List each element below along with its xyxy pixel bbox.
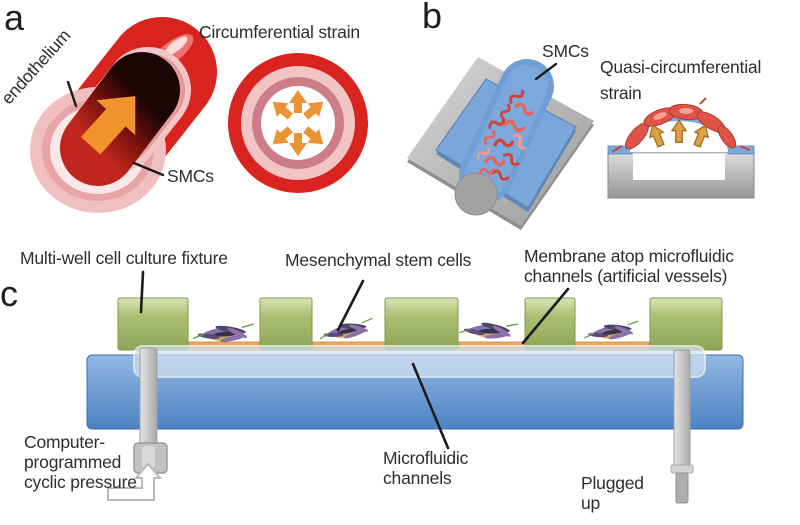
label-multiwell-fixture: Multi-well cell culture fixture bbox=[20, 248, 228, 268]
pointer-line-fixture bbox=[139, 270, 145, 314]
pointer-line-smcs-a bbox=[132, 161, 165, 177]
pointer-line-endothelium bbox=[66, 80, 78, 108]
label-cyclic-pressure: Computer- programmed cyclic pressure bbox=[24, 432, 137, 492]
label-smcs-a: SMCs bbox=[167, 166, 214, 186]
pressure-arrow bbox=[107, 462, 163, 501]
panel-letter-b: b bbox=[422, 0, 443, 36]
pointer-line-smcs-b bbox=[534, 62, 558, 81]
channel-slide bbox=[133, 345, 706, 378]
dome-cross-section bbox=[607, 97, 755, 199]
pointer-line-stem-cells bbox=[336, 279, 365, 332]
label-quasi-circumferential-strain: Quasi-circumferential strain bbox=[600, 57, 762, 103]
label-membrane: Membrane atop microfluidic channels (art… bbox=[524, 246, 734, 286]
label-microfluidic-channels: Microfluidic channels bbox=[383, 448, 469, 488]
pointer-line-channels bbox=[411, 362, 450, 450]
label-mesenchymal-stem-cells: Mesenchymal stem cells bbox=[285, 250, 472, 270]
microfluidic-chip-3d bbox=[407, 57, 594, 230]
label-plugged-up: Plugged up bbox=[581, 473, 644, 513]
pressure-inlet-tube bbox=[107, 347, 168, 501]
pointer-line-membrane bbox=[521, 287, 570, 345]
label-circumferential-strain: Circumferential strain bbox=[199, 22, 360, 42]
culture-fixture bbox=[117, 297, 723, 351]
smc-cells-cross-section bbox=[611, 97, 751, 153]
panel-letter-c: c bbox=[0, 273, 18, 314]
plug-tube bbox=[670, 349, 694, 504]
blood-vessel-illustration bbox=[30, 17, 217, 213]
label-smcs-b: SMCs bbox=[542, 41, 589, 61]
panel-letter-a: a bbox=[4, 0, 25, 38]
vessel-cross-section bbox=[228, 53, 368, 193]
